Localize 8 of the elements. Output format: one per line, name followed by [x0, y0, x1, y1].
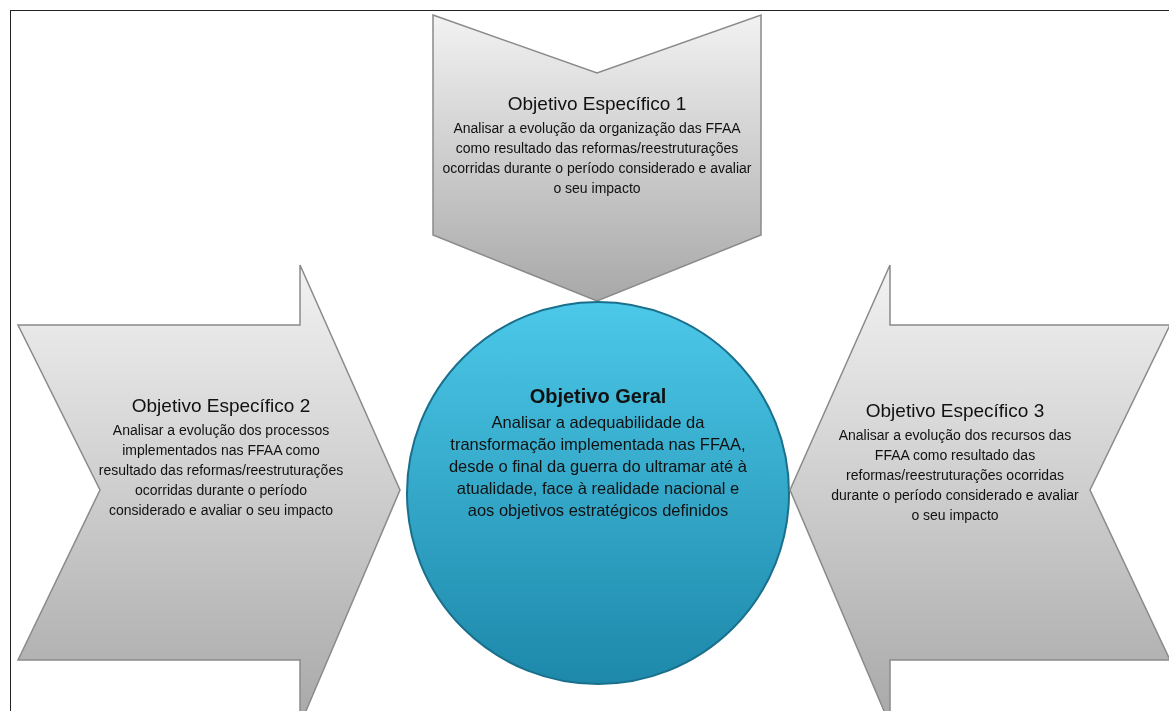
- node-description: Analisar a evolução dos processos implementados nas FFAA como resultado das reformas/reestruturações ocorridas durante o período considerado e avaliar o seu impacto: [97, 421, 345, 520]
- node-heading: Objetivo Geral: [528, 385, 668, 408]
- node-description: Analisar a evolução dos recursos das FFAA como resultado das reformas/reestruturações ocorridas durante o período considerado e avaliar o seu impacto: [830, 426, 1080, 525]
- node-heading: Objetivo Específico 1: [506, 93, 688, 115]
- node-description: Analisar a adequabilidade da transformação implementada nas FFAA, desde o final da guerra do ultramar até à atualidade, face à realidade nacional e aos objetivos estratégicos definidos: [447, 412, 749, 521]
- node-heading: Objetivo Específico 3: [864, 400, 1046, 422]
- node-heading: Objetivo Específico 2: [130, 395, 312, 417]
- node-description: Analisar a evolução da organização das FFAA como resultado das reformas/reestruturações ocorridas durante o período considerado e avaliar o seu impacto: [441, 119, 753, 198]
